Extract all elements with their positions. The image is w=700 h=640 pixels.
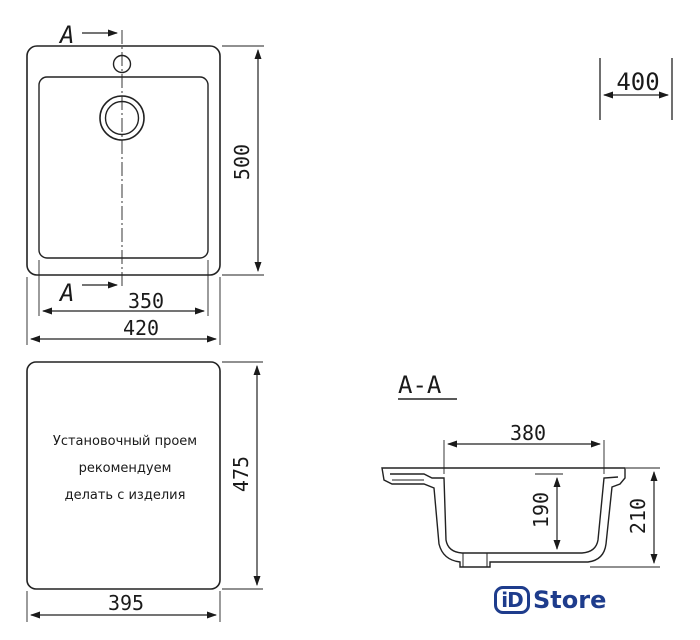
section-view [381, 440, 660, 568]
top-view [26, 29, 264, 345]
dim-label-210: 210 [626, 498, 650, 534]
section-inner-profile [390, 473, 619, 554]
section-title: A-A [398, 371, 442, 399]
section-outer-profile [381, 467, 626, 568]
cutout-view [26, 361, 263, 622]
drain-inner [104, 100, 140, 136]
dim-label-380: 380 [510, 421, 546, 445]
drain-outer [99, 95, 145, 141]
sink-outer-outline [26, 45, 221, 276]
store-logo: iD Store [494, 583, 606, 617]
section-mark-top: A [58, 21, 74, 49]
depth-label-400: 400 [616, 68, 659, 96]
dim-label-420: 420 [123, 316, 159, 340]
dim-label-500: 500 [230, 144, 254, 180]
sink-bowl-outline [38, 76, 209, 259]
logo-box: iD [494, 586, 530, 614]
top-view-labels: A A 500 350 420 [58, 21, 254, 340]
cutout-outline [26, 361, 221, 590]
faucet-hole [112, 54, 132, 74]
logo-word: Store [533, 586, 607, 614]
cutout-note-line-3: делать с изделия [64, 488, 186, 503]
cutout-note-line-1: Установочный проем [52, 434, 198, 449]
dim-label-475: 475 [229, 456, 253, 492]
cutout-note-line-2: рекомендуем [78, 461, 172, 476]
section-mark-bottom: A [58, 279, 74, 307]
dim-label-190: 190 [529, 492, 553, 528]
depth-badge: 400 [599, 58, 673, 120]
dim-label-350: 350 [128, 289, 164, 313]
cutout-note: Установочный проем рекомендуем делать с … [30, 428, 220, 509]
dim-label-395: 395 [108, 591, 144, 615]
